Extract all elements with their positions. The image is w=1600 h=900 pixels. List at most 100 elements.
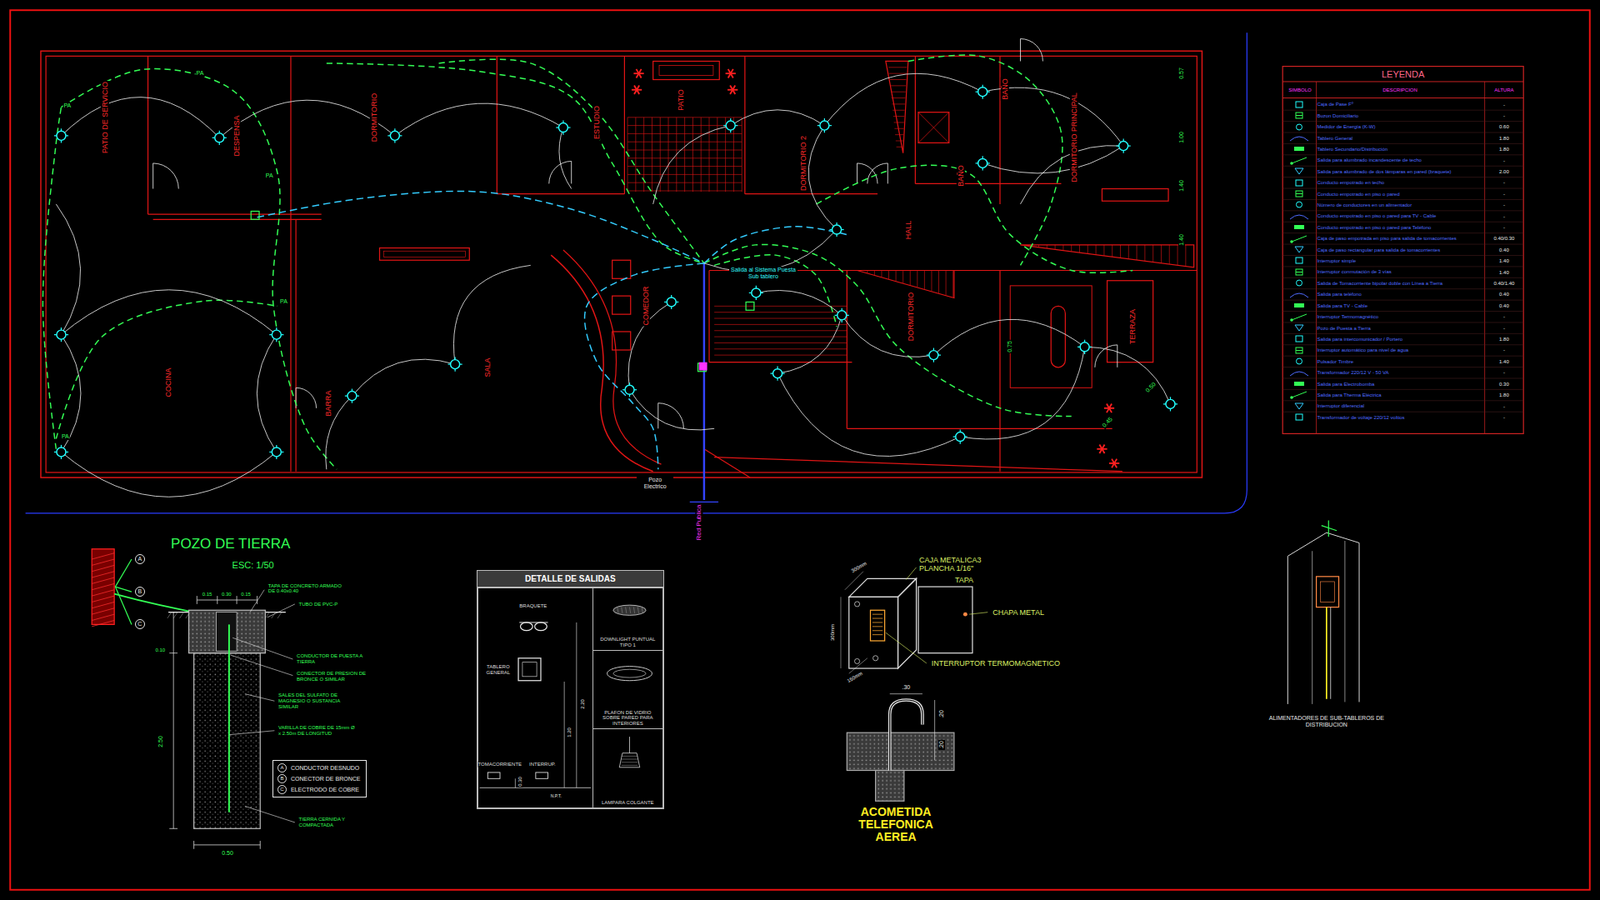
light-outlet (960, 430, 961, 433)
box-text: LAMPARA COLGANTE (595, 800, 660, 806)
symbol-box (1294, 146, 1305, 151)
light-outlet (735, 125, 738, 126)
stair-step (1160, 245, 1162, 264)
door-leaf (570, 160, 572, 184)
dimension-tick (216, 595, 218, 605)
stair-step (1120, 245, 1121, 259)
light-outlet (776, 366, 778, 370)
stair-step (1062, 245, 1064, 251)
symbol-line (1291, 314, 1307, 320)
legend-text: Interruptor conmutación de 3 vías (1316, 266, 1480, 278)
door-swing (549, 160, 572, 184)
circuit-wire (395, 103, 564, 136)
leader-line (245, 694, 275, 702)
wall (624, 55, 625, 194)
wall (295, 219, 296, 471)
sconce-symbol (535, 622, 548, 631)
circuit-wire (653, 125, 731, 205)
stair-step (896, 146, 904, 148)
stair-step (890, 79, 907, 80)
table-cell: - (1502, 225, 1506, 231)
legend-text: Caja de paso rectangular para salida de … (1316, 244, 1480, 255)
dimension-line (575, 622, 577, 788)
light-outlet (770, 373, 773, 375)
dimension: .20 (938, 740, 945, 750)
room-name: BARRA (324, 389, 333, 417)
sconce-symbol (520, 622, 533, 631)
property-line (25, 32, 1248, 514)
table-cell: 0.40 (1498, 246, 1510, 253)
symbol-circle (1296, 201, 1303, 208)
light-outlet (846, 315, 850, 316)
light-outlet (224, 137, 227, 139)
note-text: TAPA DE CONCRETO ARMADO DE 0.40x0.40 (267, 583, 349, 595)
outlet-tag: PA (62, 102, 72, 110)
legend-grid (1282, 210, 1524, 211)
symbol-box (1294, 303, 1305, 308)
legend-text: Salida para Electrobomba (1316, 378, 1480, 390)
floor-tile-line (651, 117, 653, 192)
light-outlet (275, 327, 277, 330)
box-lid (918, 586, 973, 654)
light-outlet (629, 394, 630, 397)
light-outlet (832, 225, 842, 235)
stair-step (889, 73, 907, 75)
legend-row: Salida para alumbrado incandescente de t… (1283, 155, 1485, 166)
dimension: .20 (938, 709, 945, 720)
light-outlet (56, 447, 66, 457)
pendant-symbol (629, 736, 630, 754)
light-outlet (1080, 342, 1090, 352)
symbol-circle (1290, 240, 1295, 244)
wall (147, 55, 149, 215)
wall (915, 183, 1061, 185)
circuit-dashed (816, 165, 1134, 273)
legend-symbol (1283, 266, 1315, 278)
breaker-symbol (872, 621, 883, 623)
symbol-box (1294, 225, 1305, 230)
legend-grid (1282, 188, 1524, 190)
light-outlet (824, 130, 825, 133)
symbol-line (1291, 157, 1307, 164)
symbol-box (1294, 381, 1305, 386)
dimension: 0.57 (1178, 66, 1185, 80)
wall-hatch (91, 601, 115, 608)
legend-text: Conducto empotrado en piso o pared para … (1316, 210, 1480, 222)
dimension: 2.20 (580, 698, 586, 710)
symbol-line (1295, 271, 1303, 273)
outer-wall (40, 50, 1202, 478)
light-outlet (280, 451, 284, 453)
fixture (918, 112, 950, 144)
stair-step (714, 342, 847, 344)
circuit-dashed (908, 55, 1063, 265)
legend-symbol (1283, 99, 1315, 110)
wall-hatch (91, 559, 115, 565)
light-outlet (773, 369, 783, 379)
metal-box (849, 578, 917, 597)
symbol-line (1290, 293, 1309, 298)
light-outlet (824, 118, 825, 121)
callout-number: B (277, 774, 287, 784)
light-outlet (394, 128, 395, 131)
stair-step (895, 134, 904, 135)
legend-symbol (1283, 155, 1315, 166)
alarm-symbol (635, 69, 641, 79)
fixture (1010, 285, 1092, 388)
ground-wire (115, 559, 132, 587)
dimension-line (934, 700, 935, 760)
callout-number: C (277, 785, 287, 795)
light-outlet (450, 360, 460, 370)
detail-cell: PLAFON DE VIDRIO SOBRE PARED PARA INTERI… (592, 650, 664, 730)
legend-row: Conducto empotrado en piso o pared para … (1283, 210, 1485, 222)
detail-cell: BRAQUETETABLERO GENERALTOMACORRIENTEINTE… (477, 587, 594, 809)
floor-level (480, 787, 591, 789)
leader-line (245, 805, 295, 823)
note-text: CAJA METALICA3 PLANCHA 1/16" (918, 555, 1012, 574)
room-name: DORMITORIO (906, 290, 915, 341)
stair-step (894, 128, 904, 130)
pendant-symbol (619, 753, 640, 768)
legend-text: Pozo de Puesta a Tierra (1316, 322, 1480, 334)
meter-symbol (699, 362, 708, 371)
light-outlet (938, 355, 941, 356)
symbol-line (1291, 391, 1307, 398)
feeder-line (703, 263, 705, 500)
